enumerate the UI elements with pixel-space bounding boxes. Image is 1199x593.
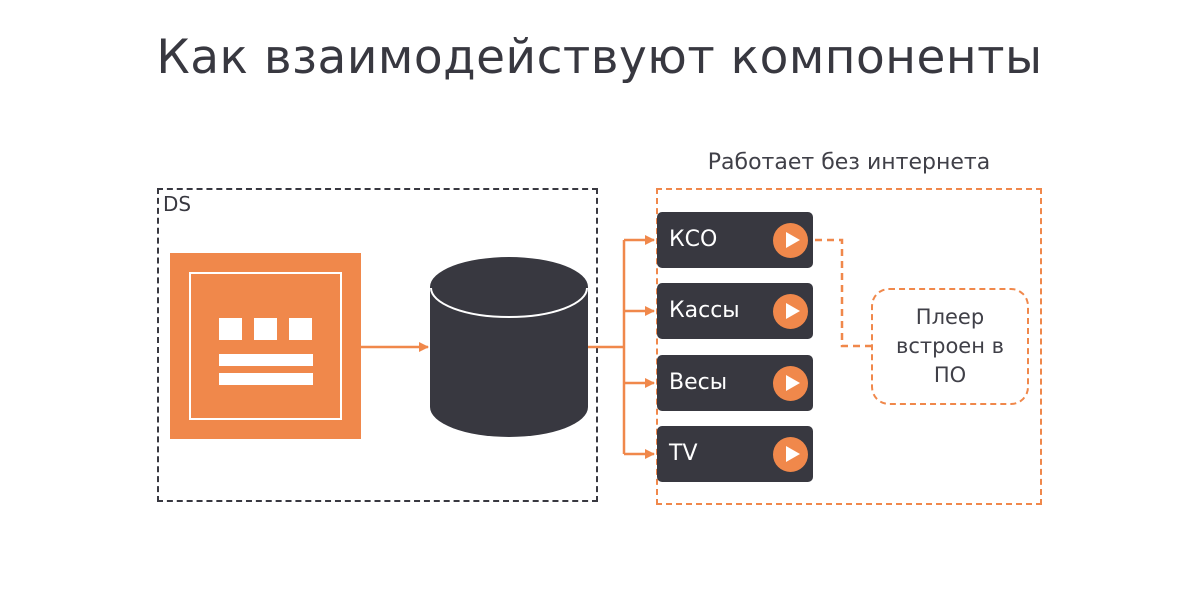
device-tv: TV bbox=[657, 426, 813, 482]
ds-label: DS bbox=[163, 192, 192, 216]
device-label: Кассы bbox=[669, 298, 740, 323]
content-block-1 bbox=[219, 318, 242, 340]
player-note-text: Плеер встроен в ПО bbox=[895, 305, 1005, 387]
database-rim bbox=[430, 287, 588, 318]
database-body bbox=[430, 287, 588, 437]
offline-caption: Работает без интернета bbox=[707, 150, 991, 175]
content-line-2 bbox=[219, 373, 313, 385]
database-icon bbox=[430, 257, 588, 437]
play-icon bbox=[773, 437, 808, 472]
device-label: TV bbox=[669, 441, 698, 466]
device-scales: Весы bbox=[657, 355, 813, 411]
device-kso: КСО bbox=[657, 212, 813, 268]
device-registers: Кассы bbox=[657, 283, 813, 339]
content-editor-icon bbox=[170, 253, 361, 439]
play-icon bbox=[773, 366, 808, 401]
ds-group-frame bbox=[157, 188, 598, 502]
device-label: Весы bbox=[669, 370, 728, 395]
content-line-1 bbox=[219, 354, 313, 366]
player-note-box: Плеер встроен в ПО bbox=[871, 288, 1029, 405]
content-block-2 bbox=[254, 318, 277, 340]
device-label: КСО bbox=[669, 227, 718, 252]
database-top bbox=[430, 257, 588, 317]
play-icon bbox=[773, 294, 808, 329]
play-icon bbox=[773, 223, 808, 258]
content-block-3 bbox=[289, 318, 312, 340]
content-editor-frame bbox=[189, 272, 342, 420]
page-title: Как взаимодействуют компоненты bbox=[156, 30, 1043, 85]
offline-group-frame bbox=[656, 188, 1042, 505]
